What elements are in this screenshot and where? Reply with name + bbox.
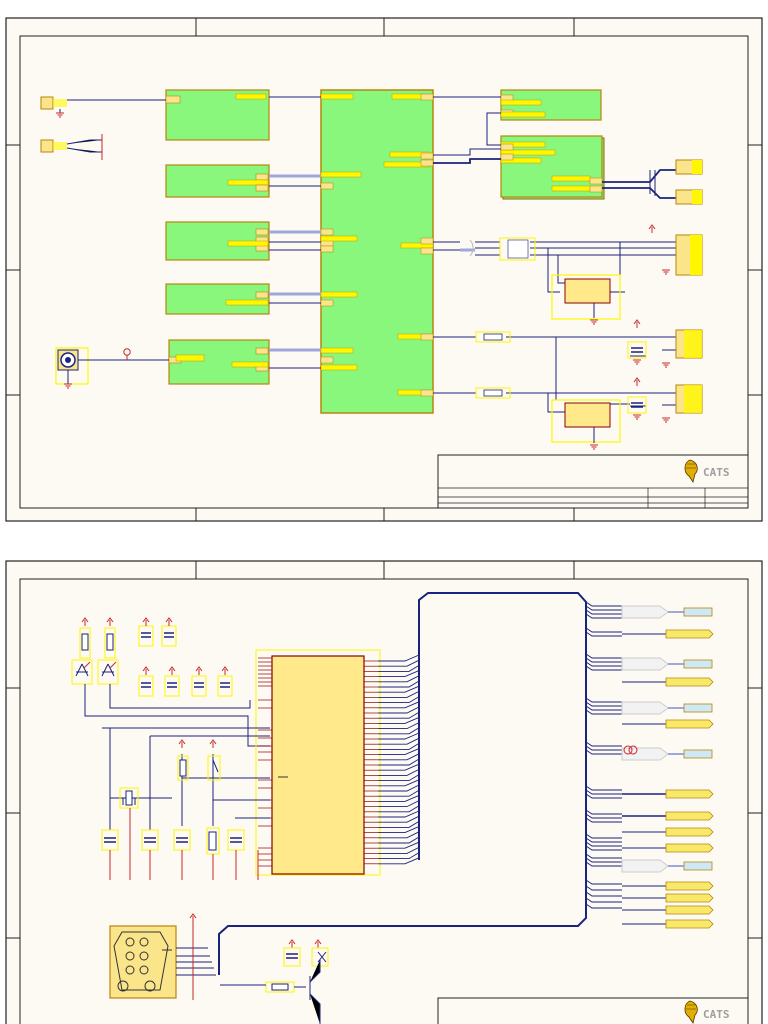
regulator-u2 [551, 399, 621, 450]
sheet-top: CATS [5, 17, 763, 522]
transistor-circuit [220, 939, 329, 1024]
sub-block-5 [168, 339, 270, 385]
net-label [622, 811, 714, 821]
sub-block-3 [165, 221, 270, 261]
title-block: CATS [437, 454, 749, 509]
net-label [621, 701, 713, 715]
net-label [622, 629, 714, 639]
net-label [621, 605, 713, 619]
regulator-u1 [551, 274, 621, 325]
brand-logo-text: CATS [703, 466, 730, 479]
bnc-connector [55, 347, 169, 389]
main-bus [218, 592, 587, 975]
main-block [320, 89, 434, 414]
sheet-bottom: CATS [5, 560, 763, 1024]
bus-links [67, 96, 321, 369]
sub-block-4 [165, 283, 270, 315]
connector-j6 [675, 329, 703, 359]
sub-block-1 [165, 89, 270, 141]
crystal-circuit [102, 727, 270, 830]
capacitor-c2 [627, 377, 647, 420]
connector-j1 [40, 96, 67, 118]
brand-logo-text: CATS [703, 1008, 730, 1021]
net-label-column [621, 605, 714, 929]
connector-j2 [40, 134, 103, 160]
wires-right [433, 96, 680, 413]
led-network [71, 617, 270, 747]
connector-j4 [675, 189, 703, 205]
net-label [621, 657, 713, 671]
connector-j7 [675, 384, 703, 414]
net-label [622, 905, 714, 915]
sub-block-7 [500, 135, 605, 200]
net-label [622, 789, 714, 799]
connector-j5 [648, 224, 703, 276]
net-label [622, 881, 714, 891]
microcontroller [255, 649, 381, 876]
net-label [622, 827, 714, 837]
net-label [621, 859, 713, 873]
sub-block-2 [165, 164, 270, 198]
decoupling-caps [138, 625, 233, 697]
net-label [622, 843, 714, 853]
connector-j3 [675, 159, 703, 175]
net-label [622, 677, 714, 687]
sub-block-6 [500, 89, 602, 121]
jumper-symbol [623, 745, 638, 755]
net-label [622, 893, 714, 903]
title-block-2: CATS [437, 997, 749, 1024]
net-label [621, 747, 713, 761]
capacitor-c1 [627, 319, 647, 365]
net-label [622, 719, 714, 729]
net-label [622, 919, 714, 929]
db9-connector [109, 913, 216, 1000]
